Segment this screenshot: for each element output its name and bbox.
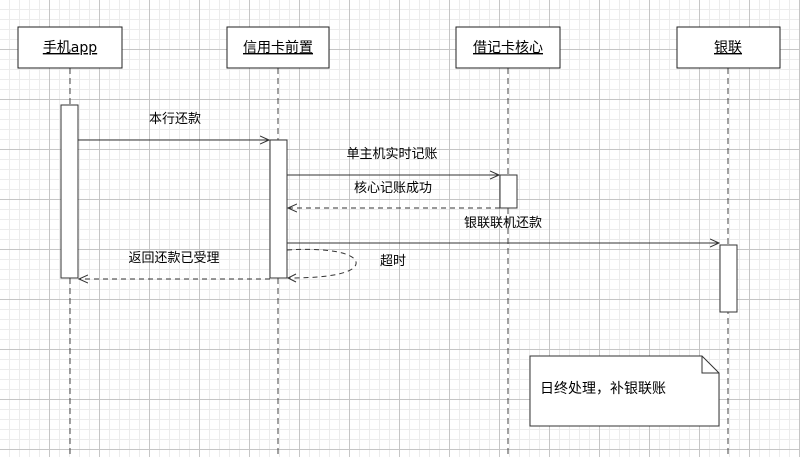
participant-core-label: 借记卡核心 <box>473 40 543 56</box>
participant-app[interactable]: 手机app <box>17 26 123 69</box>
end-of-day-note[interactable]: 日终处理，补银联账 <box>529 355 720 427</box>
participant-app-label: 手机app <box>43 40 97 56</box>
activation-app <box>60 104 79 279</box>
participant-unionpay-label: 银联 <box>714 40 742 56</box>
message-repay-accepted-label: 返回还款已受理 <box>128 251 219 266</box>
activation-unionpay <box>719 244 738 313</box>
participant-front[interactable]: 信用卡前置 <box>226 26 330 69</box>
message-repay-request-label: 本行还款 <box>149 112 201 127</box>
participant-core[interactable]: 借记卡核心 <box>455 26 561 69</box>
message-core-posting-success-label: 核心记账成功 <box>354 181 432 196</box>
message-timeout-arrowhead <box>286 273 297 283</box>
note-text: 日终处理，补银联账 <box>540 381 666 397</box>
message-timeout-arrow <box>286 248 357 279</box>
message-timeout-label: 超时 <box>380 254 406 269</box>
participant-unionpay[interactable]: 银联 <box>676 26 781 69</box>
message-single-host-posting-label: 单主机实时记账 <box>346 147 437 162</box>
activation-core <box>499 174 518 209</box>
participant-front-label: 信用卡前置 <box>243 39 313 56</box>
activation-front <box>269 139 288 279</box>
message-unionpay-online-repay-label: 银联联机还款 <box>464 216 542 231</box>
